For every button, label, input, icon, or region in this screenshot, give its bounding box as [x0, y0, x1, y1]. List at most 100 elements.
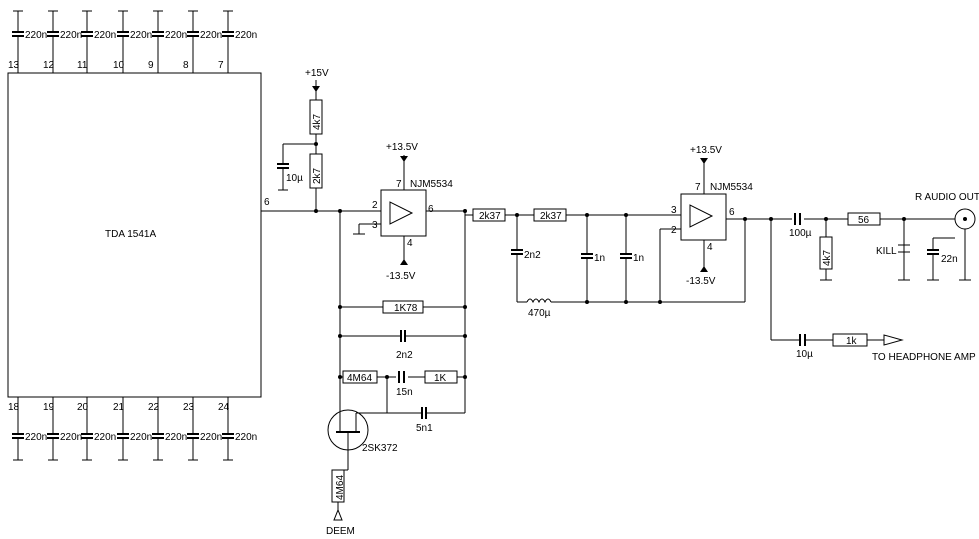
opamp-2-pin6: 6: [729, 207, 735, 218]
opamp-1: NJM5534 +13.5V 7 4 -13.5V 2 3 6: [353, 142, 453, 282]
resistor-2k37-a: [472, 208, 506, 222]
chip-pin-label: 19: [43, 402, 55, 413]
cap-2n2-feedback-label: 2n2: [396, 350, 413, 361]
chip-pin-label: 10: [113, 60, 125, 71]
resistor-1k-headphone-label: 1k: [846, 336, 858, 347]
cap-2n2-filter-label: 2n2: [524, 250, 541, 261]
opamp-2-pin3: 3: [671, 205, 677, 216]
chip-pin-label: 24: [218, 402, 230, 413]
resistor-56-label: 56: [858, 215, 870, 226]
opamp-1-pin4: 4: [407, 238, 413, 249]
decoupling-cap: 220n 20: [77, 397, 116, 461]
filter-stage: 2k37 2k37 2n2 470µ 1n 1n: [465, 208, 745, 319]
resistor-4m64-feedback-label: 4M64: [347, 373, 372, 384]
chip-pin-label: 9: [148, 60, 154, 71]
chip-pin-label: 22: [148, 402, 160, 413]
decoupling-cap-value: 220n: [130, 432, 152, 443]
opamp-1-supply-neg-label: -13.5V: [386, 271, 416, 282]
decoupling-cap-value: 220n: [235, 432, 257, 443]
resistor-2k37-a-label: 2k37: [479, 211, 501, 222]
opamp-2-name: NJM5534: [710, 182, 753, 193]
resistor-1k-feedback-label: 1K: [434, 373, 447, 384]
cap-10u-headphone-label: 10µ: [796, 349, 813, 360]
cap-1n-a-label: 1n: [594, 253, 605, 264]
jfet-label: 2SK372: [362, 443, 398, 454]
inductor-470u-label: 470µ: [528, 308, 551, 319]
resistor-2k37-b-label: 2k37: [540, 211, 562, 222]
opamp-2-supply-pos-label: +13.5V: [690, 145, 722, 156]
decoupling-cap-value: 220n: [200, 30, 222, 41]
decoupling-cap: 220n 22: [148, 397, 187, 461]
chip-pin-label: 12: [43, 60, 55, 71]
cap-15n-label: 15n: [396, 387, 413, 398]
decoupling-cap-value: 220n: [165, 432, 187, 443]
opamp-1-pin2: 2: [372, 200, 378, 211]
opamp-1-pin3: 3: [372, 220, 378, 231]
cap-5n1-label: 5n1: [416, 423, 433, 434]
chip-output-pin-label: 6: [264, 197, 270, 208]
r-audio-out-label: R AUDIO OUT: [915, 192, 979, 203]
decoupling-cap: 220n 19: [43, 397, 82, 461]
opamp-2-pin2: 2: [671, 225, 677, 236]
decoupling-cap-value: 220n: [200, 432, 222, 443]
decoupling-cap: 220n 7: [218, 10, 257, 73]
cap-10u-supply-label: 10µ: [286, 173, 303, 184]
resistor-2k37-b: [533, 208, 567, 222]
chip-pin-label: 18: [8, 402, 20, 413]
chip-pin-label: 11: [77, 60, 88, 71]
resistor-2k7-label: 2k7: [312, 167, 323, 184]
bottom-decoupling-caps: 220n18220n19220n20220n21220n22220n23220n…: [8, 397, 257, 461]
chip-pin-label: 13: [8, 60, 20, 71]
output-stage: 100µ 4k7 56 KILL 22n R AUDIO OUT: [769, 192, 979, 363]
opamp-2-supply-neg-label: -13.5V: [686, 276, 716, 287]
opamp-1-supply-pos-label: +13.5V: [386, 142, 418, 153]
supply-15v-label: +15V: [305, 68, 329, 79]
kill-label: KILL: [876, 246, 897, 257]
resistor-56: [847, 212, 881, 226]
jfet-2sk372: 2SK372 4M64 DEEM: [326, 409, 398, 537]
resistor-2k7: [309, 153, 323, 189]
decoupling-cap: 220n 13: [8, 10, 47, 73]
decoupling-cap: 220n 12: [43, 10, 82, 73]
resistor-4k7-supply: [309, 99, 323, 135]
decoupling-cap-value: 220n: [94, 432, 116, 443]
decoupling-cap: 220n 24: [218, 397, 257, 461]
resistor-4k7-output-label: 4k7: [822, 249, 833, 266]
decoupling-cap: 220n 9: [148, 10, 187, 73]
resistor-4m64-feedback: [342, 370, 378, 384]
decoupling-cap: 220n 18: [8, 397, 47, 461]
decoupling-cap: 220n 21: [113, 397, 152, 461]
dac-chip: TDA 1541A: [7, 72, 262, 398]
chip-pin-label: 20: [77, 402, 89, 413]
decoupling-cap-value: 220n: [130, 30, 152, 41]
decoupling-cap: 220n 10: [113, 10, 152, 73]
opamp-1-feedback: 1K78 2n2 4M64 15n 1K 5n1: [338, 209, 467, 434]
decoupling-cap-value: 220n: [25, 432, 47, 443]
chip-pin-label: 7: [218, 60, 224, 71]
resistor-4m64-gate-label: 4M64: [335, 475, 346, 500]
decoupling-cap-value: 220n: [165, 30, 187, 41]
opamp-2-pin7: 7: [695, 182, 701, 193]
decoupling-cap-value: 220n: [60, 30, 82, 41]
cap-22n-label: 22n: [941, 254, 958, 265]
chip-output: 6: [261, 197, 465, 213]
resistor-1k78: [382, 300, 424, 314]
resistor-4k7-supply-label: 4k7: [312, 113, 323, 130]
resistor-1k-feedback: [424, 370, 458, 384]
decoupling-cap-value: 220n: [235, 30, 257, 41]
opamp-1-pin7: 7: [396, 179, 402, 190]
opamp-2: NJM5534 +13.5V 7 4 -13.5V 3 2 6: [659, 145, 825, 302]
decoupling-cap-value: 220n: [25, 30, 47, 41]
opamp-1-pin6: 6: [428, 204, 434, 215]
chip-pin-label: 21: [113, 402, 125, 413]
cap-100u-label: 100µ: [789, 228, 812, 239]
headphone-label: TO HEADPHONE AMP: [872, 352, 976, 363]
opamp-1-name: NJM5534: [410, 179, 453, 190]
decoupling-cap-value: 220n: [60, 432, 82, 443]
deem-label: DEEM: [326, 526, 355, 537]
supply-divider: +15V 4k7 2k7 10µ: [277, 68, 329, 211]
